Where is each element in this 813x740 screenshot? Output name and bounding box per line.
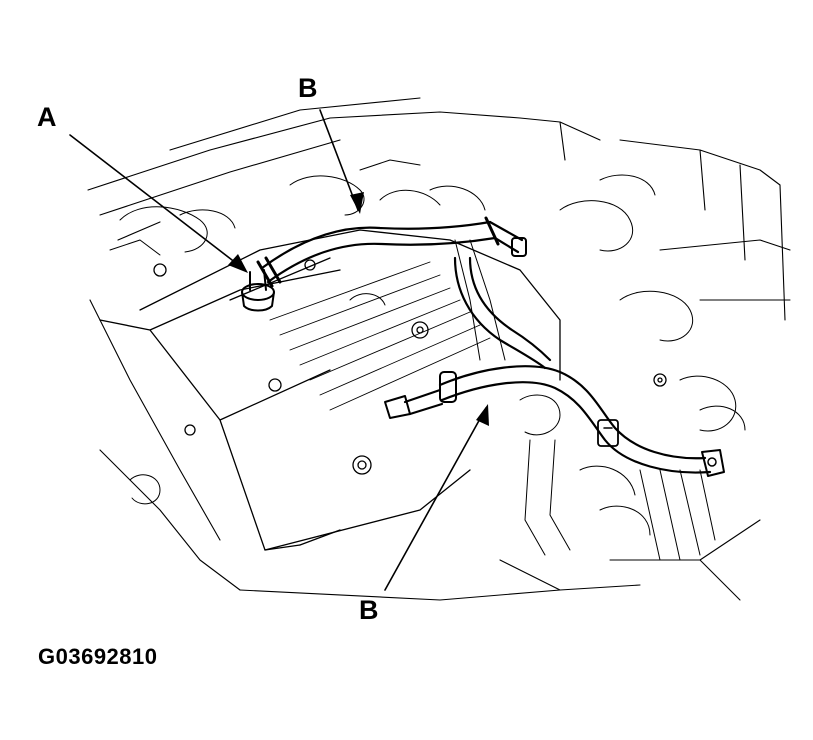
upper-breather-hose (256, 216, 527, 288)
arrow-heads (228, 192, 489, 426)
arrow-head-b-lower (476, 404, 489, 426)
leader-b-upper (319, 109, 359, 211)
figure-code: G03692810 (38, 644, 158, 669)
lower-breather-hose (384, 365, 725, 477)
arrow-head-a (228, 254, 248, 273)
arrow-head-b-upper (350, 192, 364, 214)
pcv-valve (241, 269, 275, 312)
leader-lines (69, 109, 487, 591)
connecting-hose (453, 256, 552, 370)
callout-label-b-upper: B (298, 73, 318, 103)
valve-cover (99, 229, 667, 551)
engine-bay-outline (87, 97, 791, 601)
callout-label-a: A (37, 102, 57, 132)
callout-label-b-lower: B (359, 595, 379, 625)
leader-b-lower (384, 407, 487, 591)
engine-details (109, 159, 746, 561)
leader-a (69, 134, 246, 271)
